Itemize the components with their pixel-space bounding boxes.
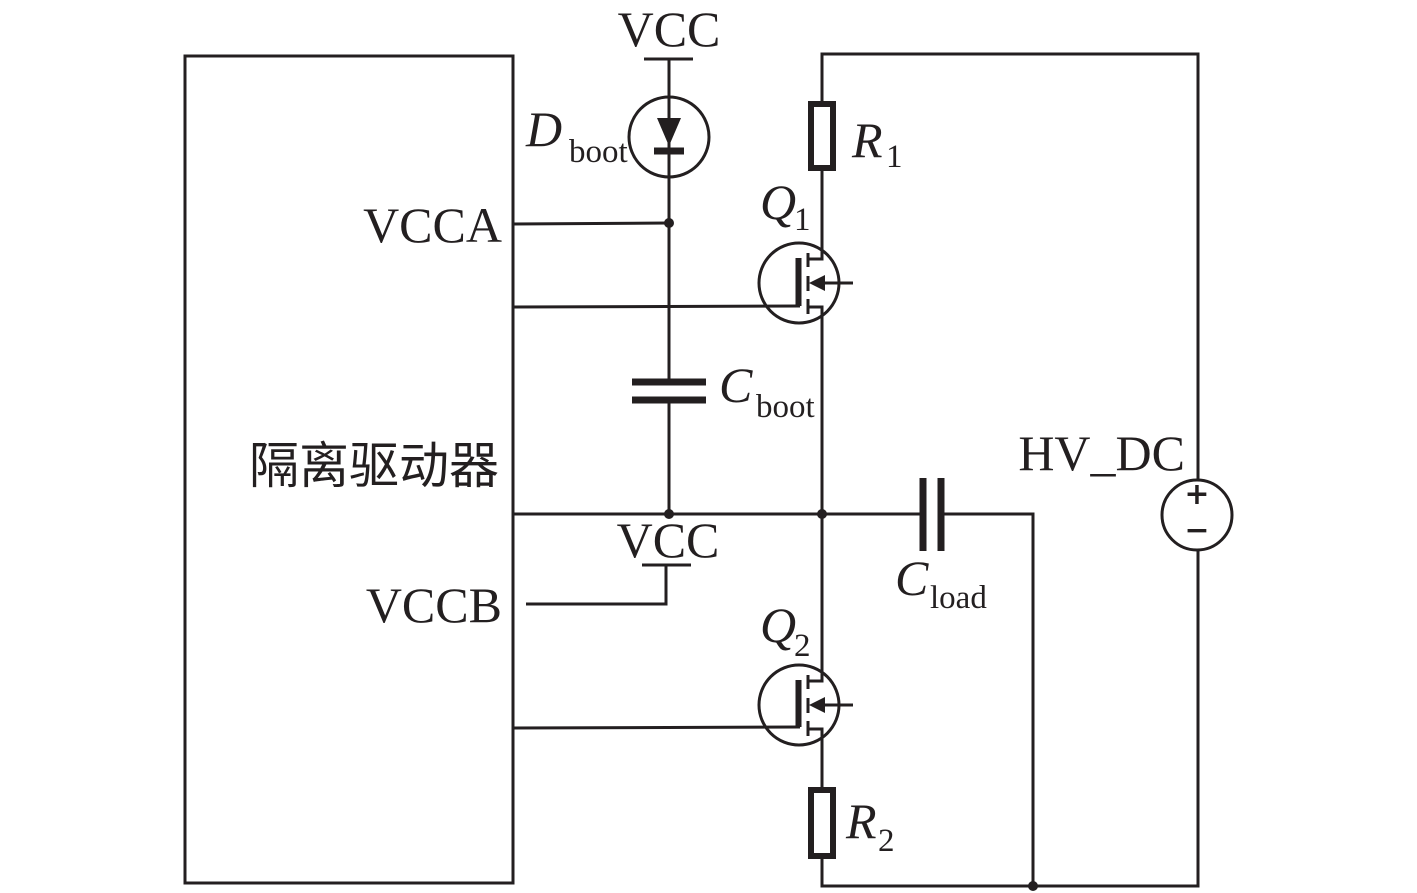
q1-label: Q: [760, 174, 796, 230]
q2-source: [808, 727, 824, 760]
q1-arrow-icon: [809, 275, 825, 291]
q2-gate-wire: [512, 725, 801, 730]
d-boot-label: D: [525, 101, 562, 157]
r1-sub: 1: [886, 139, 903, 175]
junction-dot-cboot: [664, 509, 674, 519]
c-load-sub: load: [930, 580, 987, 616]
q2-arrow-icon: [809, 697, 825, 713]
d-boot-diode: [627, 95, 711, 179]
c-boot-label: C: [719, 357, 753, 413]
driver-label: 隔离驱动器: [249, 437, 499, 495]
q2-sub: 2: [794, 628, 811, 664]
q2-drain: [808, 660, 824, 683]
minus-icon: −: [1184, 513, 1209, 548]
hv-bottom-rail: [820, 550, 1200, 888]
vcca-pin-label: VCCA: [363, 197, 502, 253]
q1-source: [808, 305, 824, 322]
q1-gate-wire: [512, 304, 801, 309]
d-boot-sub: boot: [569, 134, 628, 170]
hv-dc-label: HV_DC: [1018, 425, 1185, 481]
r2-sub: 2: [878, 823, 895, 859]
c-load-label: C: [895, 550, 929, 606]
vcc-bottom-label: VCC: [617, 512, 720, 568]
r1-resistor: [808, 101, 836, 171]
q2-label: Q: [760, 597, 796, 653]
isolated-driver-block: [183, 54, 515, 885]
plus-icon: +: [1184, 477, 1209, 512]
q1-sub: 1: [794, 202, 811, 238]
q2-mosfet: [757, 660, 853, 760]
hv-dc-source: + −: [1160, 477, 1234, 552]
q1-drain: [808, 238, 824, 261]
vccb-pin-label: VCCB: [366, 577, 502, 633]
hv-dc-circle: [1160, 478, 1234, 552]
q1-mosfet: [757, 238, 853, 325]
vcc-top-label: VCC: [618, 1, 721, 57]
r2-label: R: [845, 793, 877, 849]
r1-label: R: [851, 112, 883, 168]
c-load-return-wire: [944, 512, 1035, 886]
r2-resistor: [808, 787, 836, 859]
vcca-wire: [512, 221, 670, 226]
junction-dot-return: [1028, 881, 1038, 891]
vccb-wire: [526, 565, 668, 606]
c-boot-sub: boot: [756, 389, 815, 425]
